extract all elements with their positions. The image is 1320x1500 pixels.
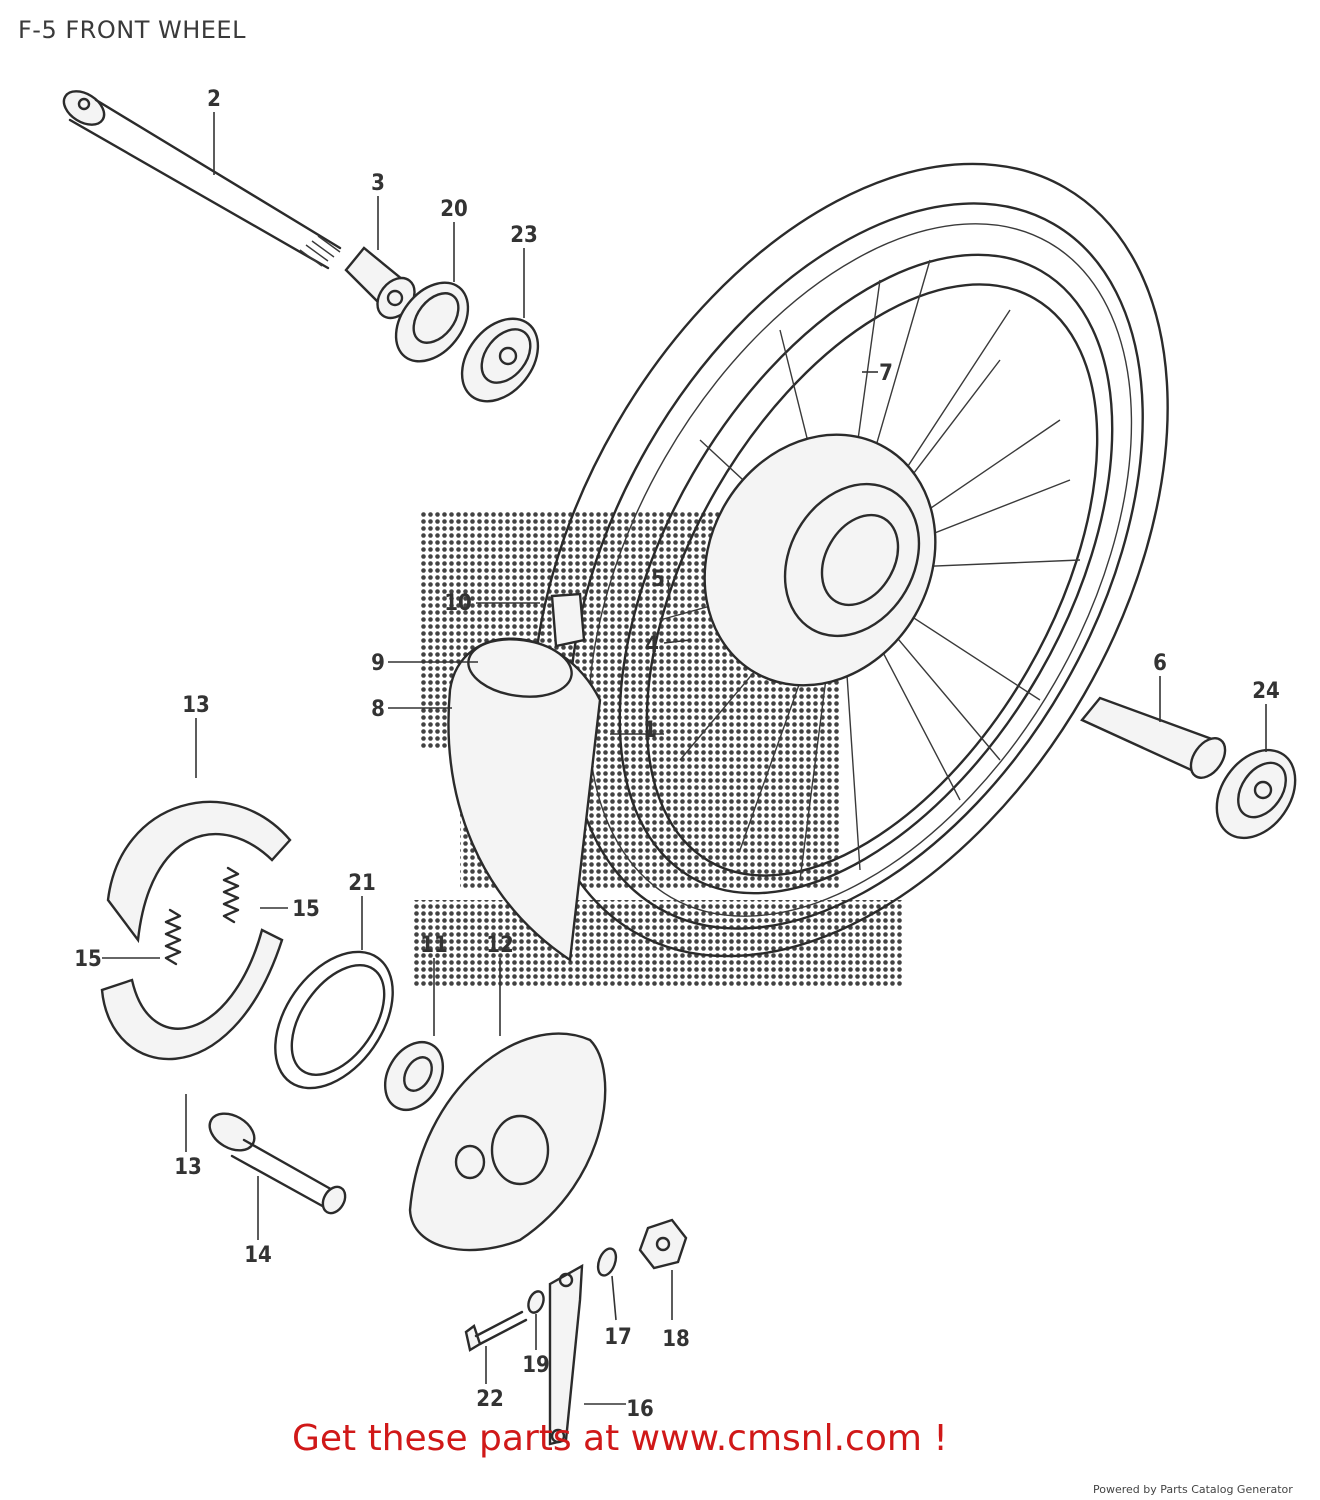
hex-nut-18 <box>638 1218 688 1270</box>
washer-19 <box>527 1290 545 1314</box>
cta-link[interactable]: Get these parts at www.cmsnl.com ! <box>292 1418 948 1459</box>
callout-22: 22 <box>476 1387 504 1412</box>
ball-bearing-left <box>460 317 540 403</box>
ball-bearing-right <box>1215 748 1297 840</box>
brake-arm <box>548 1263 584 1446</box>
callout-10: 10 <box>444 591 472 616</box>
speedometer-gear <box>383 1041 445 1111</box>
distance-collar-right <box>1080 696 1227 779</box>
callout-18: 18 <box>662 1327 690 1352</box>
dust-seal <box>394 281 470 363</box>
brake-panel <box>408 1032 607 1252</box>
callout-24: 24 <box>1252 679 1280 704</box>
callout-6: 6 <box>1153 651 1167 676</box>
callout-5: 5 <box>651 567 665 592</box>
callout-21: 21 <box>348 871 376 896</box>
callout-15-right: 15 <box>292 897 320 922</box>
page-title: F-5 FRONT WHEEL <box>18 16 246 44</box>
callout-4: 4 <box>645 633 659 658</box>
callout-11: 11 <box>420 933 448 958</box>
brake-shoe-lower <box>100 928 284 1061</box>
brake-shoe-springs <box>164 866 240 966</box>
bolt-22 <box>464 1310 528 1352</box>
brake-cam <box>208 1112 347 1215</box>
callout-2: 2 <box>207 87 221 112</box>
callout-7: 7 <box>879 361 893 386</box>
callout-13-upper: 13 <box>182 693 210 718</box>
callout-23: 23 <box>510 223 538 248</box>
axle-collar <box>344 246 416 320</box>
callout-3: 3 <box>371 171 385 196</box>
hub-brake-drum <box>447 592 602 963</box>
washer-17 <box>596 1247 618 1277</box>
brake-shoe-upper <box>106 800 292 944</box>
callout-19: 19 <box>522 1353 550 1378</box>
tire-and-rim <box>531 162 1169 958</box>
callout-12: 12 <box>486 933 514 958</box>
callout-20: 20 <box>440 197 468 222</box>
callout-16: 16 <box>626 1397 654 1422</box>
callout-15-left: 15 <box>74 947 102 972</box>
callout-labels: 1 2 3 4 5 6 7 8 9 10 11 12 13 13 14 15 1… <box>74 87 1280 1422</box>
front-axle <box>62 90 342 270</box>
leader-lines <box>102 112 1267 1405</box>
powered-by-text: Powered by Parts Catalog Generator <box>1093 1483 1293 1496</box>
callout-14: 14 <box>244 1243 272 1268</box>
wheel-hub <box>703 433 937 687</box>
callout-8: 8 <box>371 697 385 722</box>
callout-1: 1 <box>643 718 657 743</box>
callout-17: 17 <box>604 1325 632 1350</box>
callout-13-lower: 13 <box>174 1155 202 1180</box>
callout-9: 9 <box>371 651 385 676</box>
brake-panel-seal <box>274 950 394 1090</box>
